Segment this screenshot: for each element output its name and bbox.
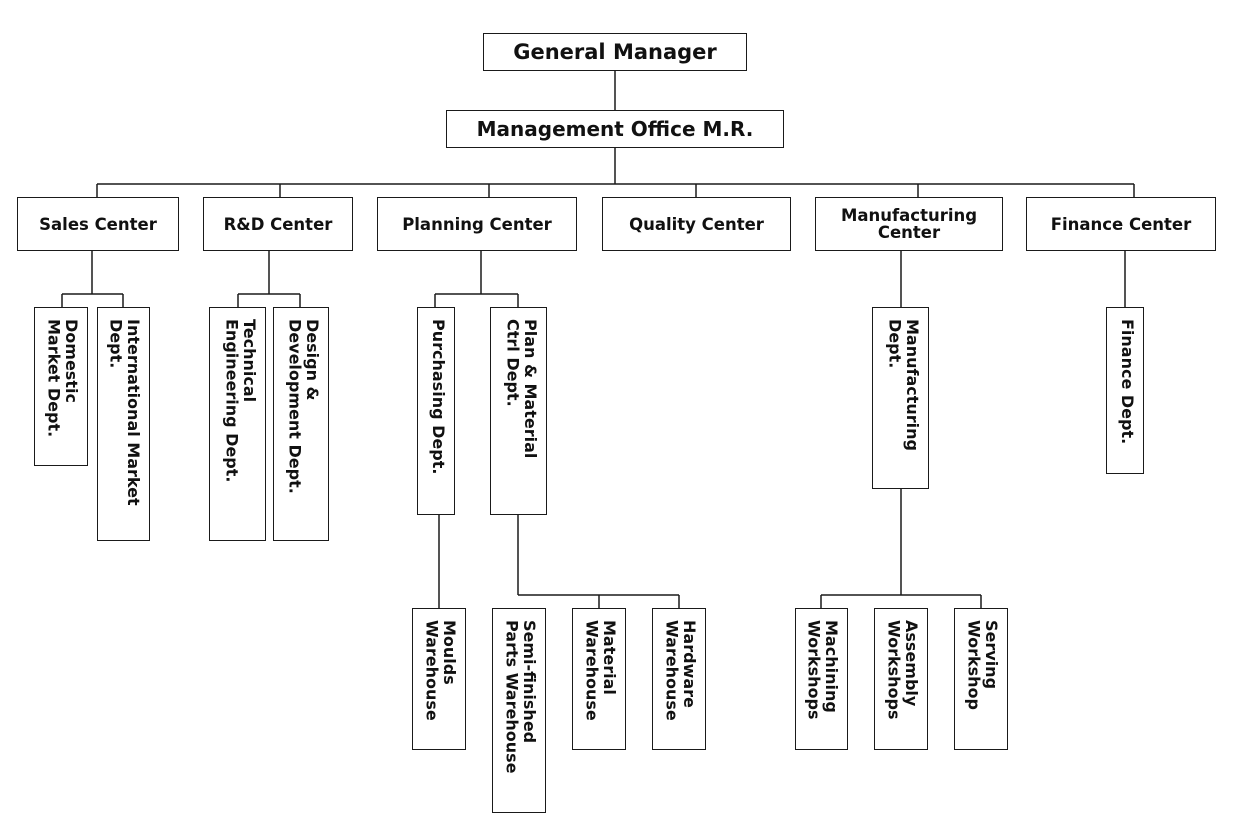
hardware-warehouse-label: Hardware Warehouse <box>662 620 700 721</box>
manufacturing-dept-box: Manufacturing Dept. <box>872 307 929 489</box>
sales-center-box: Sales Center <box>17 197 179 251</box>
rd-center-box: R&D Center <box>203 197 353 251</box>
finance-dept-box: Finance Dept. <box>1106 307 1144 474</box>
assembly-workshops-box: Assembly Workshops <box>874 608 928 750</box>
quality-center-label: Quality Center <box>629 214 764 234</box>
technical-engineering-dept-label: Technical Engineering Dept. <box>222 319 260 483</box>
international-market-dept-box: International Market Dept. <box>97 307 150 541</box>
assembly-workshops-label: Assembly Workshops <box>884 620 922 720</box>
plan-material-ctrl-dept-box: Plan & Material Ctrl Dept. <box>490 307 547 515</box>
moulds-warehouse-label: Moulds Warehouse <box>422 620 460 721</box>
rd-center-label: R&D Center <box>223 214 333 234</box>
material-warehouse-label: Material Warehouse <box>582 620 620 721</box>
semi-finished-parts-warehouse-box: Semi-finished Parts Warehouse <box>492 608 546 813</box>
hardware-warehouse-box: Hardware Warehouse <box>652 608 706 750</box>
international-market-dept-label: International Market Dept. <box>106 319 144 506</box>
sales-center-label: Sales Center <box>39 214 157 234</box>
manufacturing-center-label: Manufacturing Center <box>840 206 978 242</box>
semi-finished-parts-warehouse-label: Semi-finished Parts Warehouse <box>502 620 540 774</box>
management-office-box: Management Office M.R. <box>446 110 784 148</box>
machining-workshops-label: Machining Workshops <box>804 620 842 720</box>
serving-workshop-box: Serving Workshop <box>954 608 1008 750</box>
plan-material-ctrl-dept-label: Plan & Material Ctrl Dept. <box>503 319 541 459</box>
machining-workshops-box: Machining Workshops <box>795 608 848 750</box>
domestic-market-dept-box: Domestic Market Dept. <box>34 307 88 466</box>
technical-engineering-dept-box: Technical Engineering Dept. <box>209 307 266 541</box>
serving-workshop-label: Serving Workshop <box>964 620 1002 710</box>
design-development-dept-label: Design & Development Dept. <box>285 319 323 494</box>
purchasing-dept-label: Purchasing Dept. <box>429 319 448 475</box>
moulds-warehouse-box: Moulds Warehouse <box>412 608 466 750</box>
manufacturing-center-box: Manufacturing Center <box>815 197 1003 251</box>
quality-center-box: Quality Center <box>602 197 791 251</box>
purchasing-dept-box: Purchasing Dept. <box>417 307 455 515</box>
planning-center-box: Planning Center <box>377 197 577 251</box>
finance-dept-label: Finance Dept. <box>1118 319 1137 445</box>
general-manager-label: General Manager <box>513 40 717 64</box>
general-manager-box: General Manager <box>483 33 747 71</box>
planning-center-label: Planning Center <box>402 214 552 234</box>
material-warehouse-box: Material Warehouse <box>572 608 626 750</box>
design-development-dept-box: Design & Development Dept. <box>273 307 329 541</box>
manufacturing-dept-label: Manufacturing Dept. <box>885 319 923 451</box>
management-office-label: Management Office M.R. <box>476 117 754 141</box>
domestic-market-dept-label: Domestic Market Dept. <box>44 319 82 438</box>
finance-center-box: Finance Center <box>1026 197 1216 251</box>
finance-center-label: Finance Center <box>1050 214 1192 234</box>
